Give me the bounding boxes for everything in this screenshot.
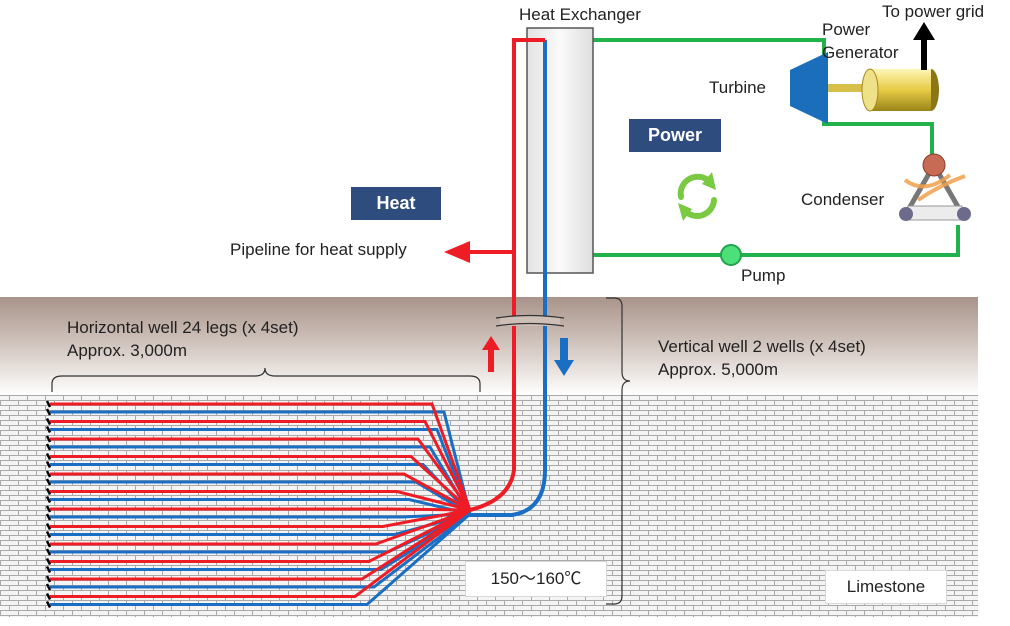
turbine-label: Turbine bbox=[709, 78, 767, 97]
well-toe-mark bbox=[45, 540, 52, 548]
injection-leg bbox=[50, 512, 471, 536]
well-toe-mark bbox=[45, 583, 52, 591]
vertical-well-brace bbox=[606, 297, 631, 605]
well-toe-mark bbox=[45, 530, 52, 539]
injection-leg bbox=[50, 512, 471, 589]
heat-exchanger bbox=[526, 27, 594, 274]
production-leg bbox=[50, 508, 471, 581]
production-well-legs bbox=[45, 400, 472, 609]
power-tag: Power bbox=[629, 119, 721, 152]
well-toe-mark bbox=[45, 470, 52, 478]
production-leg bbox=[50, 437, 472, 511]
well-toe-mark bbox=[45, 487, 52, 496]
condenser-label: Condenser bbox=[801, 190, 885, 209]
heat-tag: Heat bbox=[351, 187, 441, 220]
production-leg bbox=[50, 455, 472, 512]
well-toe-mark bbox=[45, 592, 52, 601]
heat-exchanger-label: Heat Exchanger bbox=[519, 5, 641, 24]
horizontal-well-label-line1: Horizontal well 24 legs (x 4set) bbox=[67, 318, 299, 337]
vertical-well-label-line2: Approx. 5,000m bbox=[658, 360, 779, 379]
turbine-shaft bbox=[828, 84, 870, 92]
well-toe-mark bbox=[45, 513, 52, 521]
well-toe-mark bbox=[45, 505, 52, 513]
well-toe-mark bbox=[45, 557, 52, 566]
down-flow-arrow bbox=[554, 338, 574, 376]
injection-leg bbox=[50, 410, 472, 515]
production-leg bbox=[50, 508, 471, 598]
well-toe-mark bbox=[45, 565, 52, 574]
production-leg bbox=[50, 508, 471, 528]
well-toe-mark bbox=[45, 435, 52, 443]
power-generator-label-line1: Power bbox=[822, 20, 871, 39]
production-leg bbox=[50, 507, 471, 512]
horizontal-well-brace bbox=[51, 367, 481, 392]
well-toe-mark bbox=[45, 425, 52, 434]
well-toe-mark bbox=[45, 575, 52, 583]
up-flow-arrow bbox=[482, 336, 500, 372]
well-toe-mark bbox=[45, 452, 52, 461]
well-toe-mark bbox=[45, 478, 52, 486]
well-toe-mark bbox=[45, 522, 52, 531]
production-leg bbox=[50, 472, 471, 512]
well-toe-mark bbox=[45, 548, 52, 556]
generator-front bbox=[861, 68, 879, 112]
production-leg bbox=[50, 508, 471, 563]
well-toe-mark bbox=[45, 443, 52, 451]
well-toe-mark bbox=[45, 495, 52, 504]
condenser bbox=[899, 153, 971, 221]
pipeline-label: Pipeline for heat supply bbox=[230, 240, 407, 259]
heat-supply-arrowhead bbox=[444, 241, 470, 263]
recycle-arrowhead-1 bbox=[702, 172, 716, 190]
pump bbox=[720, 244, 742, 266]
power-generator bbox=[870, 69, 931, 111]
well-toe-mark bbox=[45, 417, 52, 426]
hot-vertical-well bbox=[469, 38, 545, 512]
production-leg bbox=[50, 490, 471, 512]
pipe-break-mask bbox=[500, 316, 560, 326]
production-leg bbox=[50, 420, 472, 511]
cold-vertical-well bbox=[468, 40, 547, 517]
well-toe-mark bbox=[45, 600, 52, 609]
production-leg bbox=[50, 402, 472, 511]
well-toe-mark bbox=[45, 460, 52, 469]
to-power-grid-label: To power grid bbox=[882, 2, 985, 21]
production-leg bbox=[50, 508, 471, 546]
horizontal-well-label-line2: Approx. 3,000m bbox=[67, 341, 188, 360]
injection-leg bbox=[50, 512, 471, 606]
temperature-label: 150～160℃ bbox=[465, 561, 607, 597]
limestone-label: Limestone bbox=[825, 570, 947, 604]
well-toe-mark bbox=[45, 408, 52, 416]
pump-label: Pump bbox=[741, 266, 786, 285]
turbine bbox=[790, 52, 828, 124]
power-generator-label-line2: Generator bbox=[822, 43, 899, 62]
vertical-well-label-line1: Vertical well 2 wells (x 4set) bbox=[658, 337, 866, 356]
recycle-arrowhead-2 bbox=[678, 203, 692, 221]
well-toe-mark bbox=[45, 400, 52, 408]
pipe-break-mark bbox=[495, 314, 565, 327]
to-power-grid-arrowhead bbox=[913, 22, 935, 40]
